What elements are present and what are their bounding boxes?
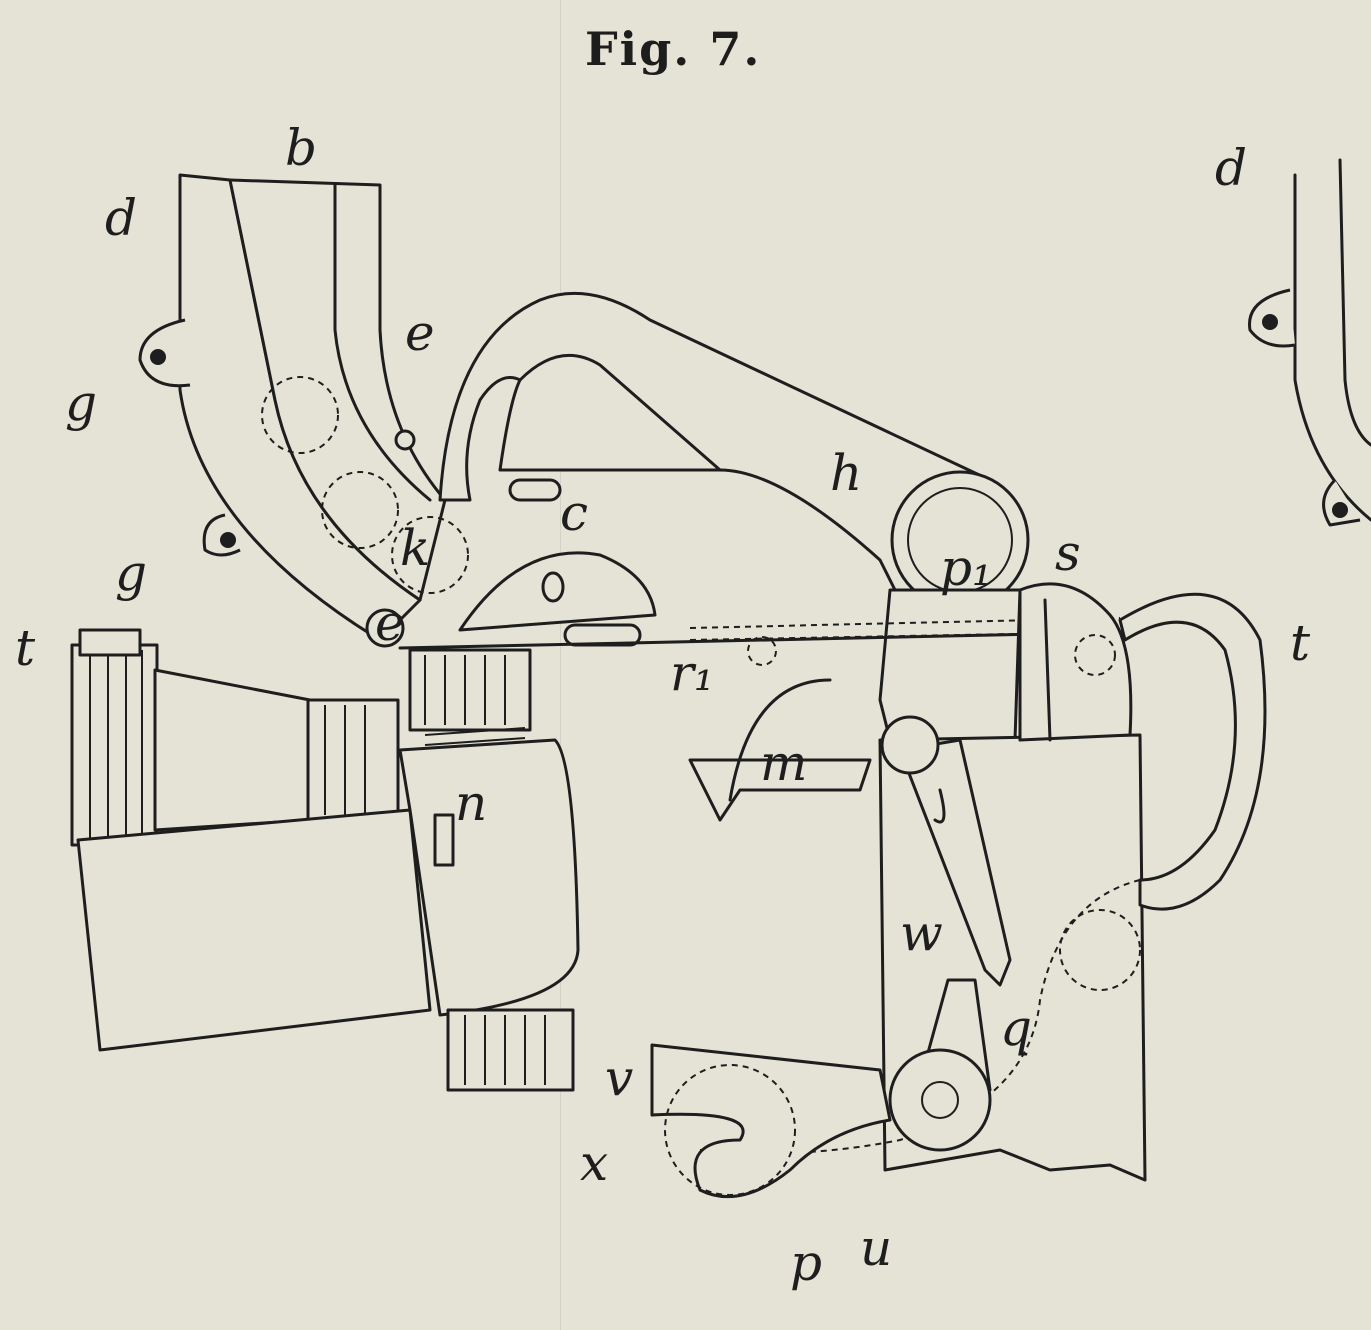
cam-v <box>650 1043 892 1199</box>
label-g-lower: g <box>115 544 147 602</box>
label-p: p <box>790 1234 822 1292</box>
label-s: s <box>1055 524 1081 582</box>
label-u: u <box>860 1219 892 1277</box>
label-w: w <box>900 904 943 962</box>
label-pivot-e: e <box>375 594 405 652</box>
label-g-upper: g <box>65 374 97 432</box>
label-q: q <box>1000 999 1032 1057</box>
figure-title: Fig. 7. <box>585 22 762 76</box>
partial-figure-right <box>1248 158 1371 527</box>
label-c: c <box>560 484 588 542</box>
label-r1: r₁ <box>670 644 714 702</box>
label-k: k <box>400 519 430 577</box>
label-h: h <box>830 444 862 502</box>
shuttle-box-n <box>70 628 580 1092</box>
page-fold-shadow <box>560 0 561 1330</box>
label-t-left: t <box>15 619 36 677</box>
lever-arm-h <box>438 291 1030 742</box>
mounting-lugs <box>138 318 405 648</box>
chute-b <box>178 173 469 642</box>
label-n: n <box>455 774 487 832</box>
segment-disc <box>458 551 657 647</box>
label-v: v <box>605 1049 633 1107</box>
label-t-right: t <box>1290 614 1311 672</box>
label-d: d <box>105 189 137 247</box>
slay-beam <box>398 630 1132 650</box>
label-x: x <box>580 1134 608 1192</box>
catch-lever <box>688 636 1012 1152</box>
label-b: b <box>285 119 317 177</box>
label-p1: p₁ <box>940 539 992 597</box>
label-m: m <box>760 734 807 792</box>
label-e: e <box>405 304 435 362</box>
label-d-right: d <box>1215 139 1247 197</box>
